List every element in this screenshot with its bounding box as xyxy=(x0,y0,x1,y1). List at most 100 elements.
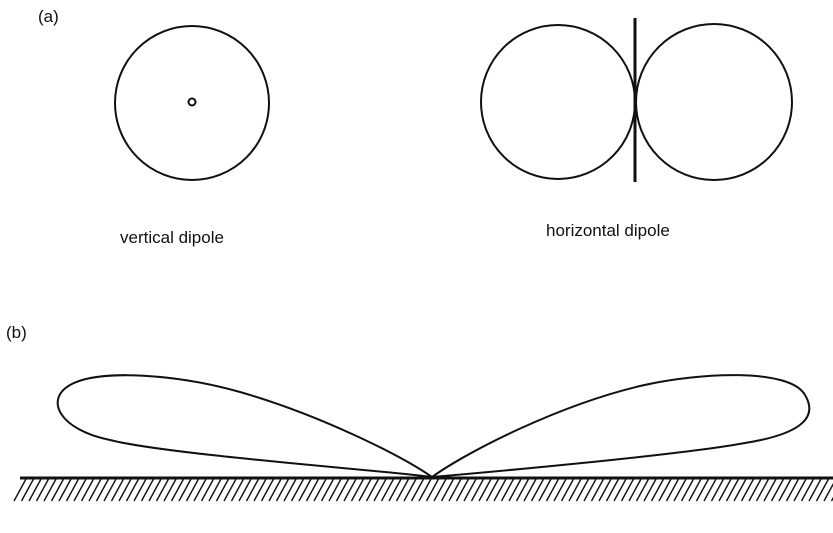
hatch-stroke xyxy=(155,478,170,502)
hatch-stroke xyxy=(695,478,710,502)
hatch-stroke xyxy=(305,478,320,502)
hatch-stroke xyxy=(568,478,582,502)
hatch-stroke xyxy=(373,478,387,502)
hatch-stroke xyxy=(478,478,492,502)
hatch-stroke xyxy=(13,478,27,502)
horizontal-dipole-pattern xyxy=(480,18,793,182)
hatch-stroke xyxy=(103,478,117,502)
hatch-stroke xyxy=(733,478,747,502)
hatch-stroke xyxy=(170,478,185,502)
hatch-stroke xyxy=(350,478,365,502)
hatch-stroke xyxy=(748,478,762,502)
hatch-stroke xyxy=(238,478,252,502)
hatch-stroke xyxy=(725,478,740,502)
hatch-stroke xyxy=(388,478,402,502)
hatch-stroke xyxy=(418,478,432,502)
hatch-stroke xyxy=(440,478,455,502)
hatch-stroke xyxy=(215,478,230,502)
hatch-stroke xyxy=(328,478,342,502)
hatch-stroke xyxy=(50,478,65,502)
hatch-stroke xyxy=(433,478,447,502)
hatch-stroke xyxy=(718,478,732,502)
vertical-dipole-caption: vertical dipole xyxy=(120,228,224,247)
hatch-stroke xyxy=(185,478,200,502)
hatch-stroke xyxy=(88,478,102,502)
hatch-stroke xyxy=(598,478,612,502)
hatch-stroke xyxy=(463,478,477,502)
hatch-stroke xyxy=(680,478,695,502)
hatch-stroke xyxy=(80,478,95,502)
hatch-stroke xyxy=(455,478,470,502)
hatch-stroke xyxy=(65,478,80,502)
hatch-stroke xyxy=(140,478,155,502)
hatch-stroke xyxy=(125,478,140,502)
hatch-stroke xyxy=(163,478,177,502)
hatch-stroke xyxy=(755,478,770,502)
hatch-stroke xyxy=(673,478,687,502)
hatch-stroke xyxy=(133,478,147,502)
hatch-stroke xyxy=(658,478,672,502)
hatch-stroke xyxy=(230,478,245,502)
hatch-stroke xyxy=(358,478,372,502)
hatch-stroke xyxy=(223,478,237,502)
hatch-stroke xyxy=(245,478,260,502)
hatch-stroke xyxy=(530,478,545,502)
hatch-stroke xyxy=(583,478,597,502)
hatch-stroke xyxy=(635,478,650,502)
vertical-dipole-point xyxy=(187,97,197,107)
hatch-stroke xyxy=(500,478,515,502)
hatch-stroke xyxy=(665,478,680,502)
hatch-stroke xyxy=(590,478,605,502)
hatch-stroke xyxy=(605,478,620,502)
hatch-stroke xyxy=(395,478,410,502)
panel-b-label: (b) xyxy=(6,323,27,342)
hatch-stroke xyxy=(538,478,552,502)
hatch-stroke xyxy=(380,478,395,502)
hatch-stroke xyxy=(485,478,500,502)
hatch-stroke xyxy=(613,478,627,502)
hatch-stroke xyxy=(815,478,830,502)
vertical-dipole-pattern xyxy=(114,25,270,181)
hatch-stroke xyxy=(365,478,380,502)
hatch-stroke xyxy=(575,478,590,502)
hatch-stroke xyxy=(290,478,305,502)
hatch-stroke xyxy=(688,478,702,502)
panel-a-label: (a) xyxy=(38,7,59,26)
hatch-stroke xyxy=(493,478,507,502)
hatch-stroke xyxy=(320,478,335,502)
hatch-stroke xyxy=(808,478,822,502)
hatch-stroke xyxy=(763,478,777,502)
hatch-stroke xyxy=(508,478,522,502)
hatch-stroke xyxy=(95,478,110,502)
hatch-stroke xyxy=(778,478,792,502)
hatch-stroke xyxy=(28,478,42,502)
hatch-stroke xyxy=(560,478,575,502)
hatch-stroke xyxy=(58,478,72,502)
hatch-stroke xyxy=(298,478,312,502)
hatch-stroke xyxy=(73,478,87,502)
hatch-stroke xyxy=(703,478,717,502)
left-radiation-lobe xyxy=(56,374,433,478)
vertical-dipole-circle xyxy=(114,25,270,181)
horizontal-dipole-caption: horizontal dipole xyxy=(546,221,670,240)
hatch-stroke xyxy=(193,478,207,502)
horizontal-dipole-left-lobe xyxy=(480,24,636,180)
hatch-stroke xyxy=(253,478,267,502)
hatch-stroke xyxy=(343,478,357,502)
hatch-stroke xyxy=(545,478,560,502)
hatch-stroke xyxy=(410,478,425,502)
ground-hatching xyxy=(13,478,833,502)
hatch-stroke xyxy=(553,478,567,502)
hatch-stroke xyxy=(260,478,275,502)
hatch-stroke xyxy=(148,478,162,502)
hatch-stroke xyxy=(313,478,327,502)
hatch-stroke xyxy=(335,478,350,502)
hatch-stroke xyxy=(178,478,192,502)
hatch-stroke xyxy=(650,478,665,502)
hatch-stroke xyxy=(643,478,657,502)
hatch-stroke xyxy=(200,478,215,502)
hatch-stroke xyxy=(35,478,50,502)
hatch-stroke xyxy=(275,478,290,502)
